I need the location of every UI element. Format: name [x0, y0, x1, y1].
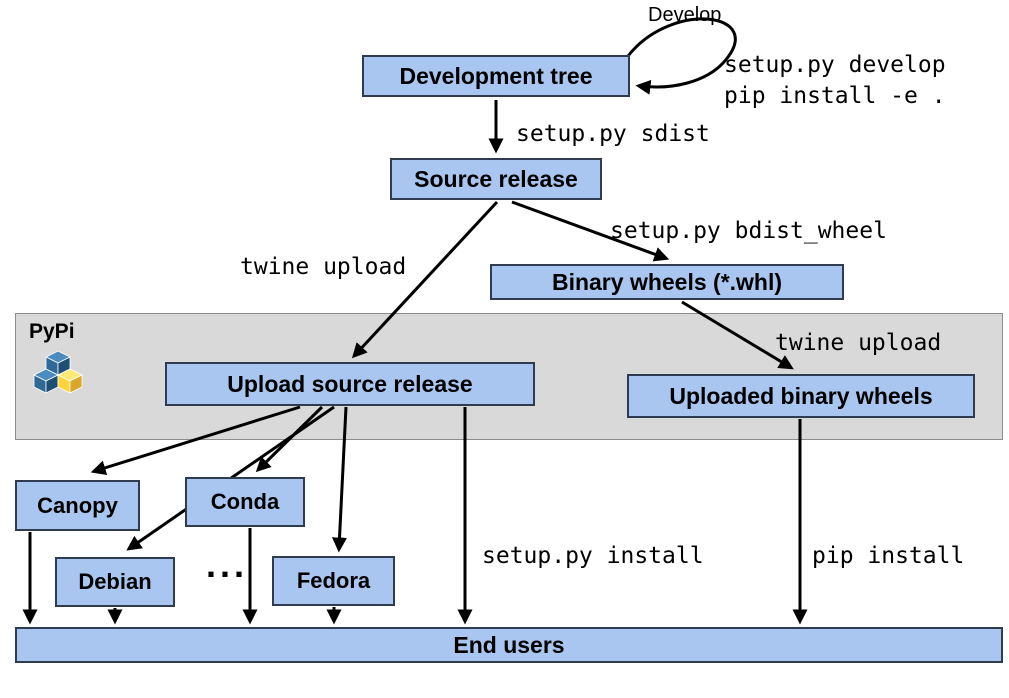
node-conda: Conda	[185, 477, 305, 527]
edge-upload-to-fedora	[332, 406, 348, 553]
edge-label-pip-install: pip install	[812, 543, 965, 569]
node-binary-wheels: Binary wheels (*.whl)	[490, 264, 844, 300]
node-uploaded-binary-wheels: Uploaded binary wheels	[627, 374, 975, 418]
node-end-users-label: End users	[453, 631, 565, 658]
node-fedora: Fedora	[272, 556, 395, 606]
edge-label-setup-develop: setup.py develop	[724, 52, 946, 78]
node-upload-source-release-label: Upload source release	[227, 370, 473, 397]
edge-wheels-to-uploaded	[681, 300, 794, 370]
node-canopy: Canopy	[15, 480, 140, 531]
node-source-release: Source release	[390, 158, 602, 200]
edge-label-setup-install: setup.py install	[482, 543, 704, 569]
node-end-users: End users	[15, 627, 1003, 663]
edge-label-setup-bdist-wheel: setup.py bdist_wheel	[610, 218, 887, 244]
edge-upload-to-canopy	[90, 405, 301, 476]
node-development-tree-label: Development tree	[399, 62, 593, 89]
edge-develop-loop	[626, 17, 737, 95]
edge-label-twine-upload-wheels: twine upload	[775, 330, 942, 356]
ellipsis-more-distros: ...	[206, 544, 249, 585]
edge-source-to-wheels	[511, 200, 670, 262]
node-conda-label: Conda	[210, 489, 280, 514]
node-fedora-label: Fedora	[296, 568, 371, 593]
edge-label-develop: Develop	[648, 4, 722, 26]
node-upload-source-release: Upload source release	[165, 362, 535, 406]
node-source-release-label: Source release	[414, 165, 578, 192]
edge-source-to-upload	[351, 200, 499, 359]
node-binary-wheels-label: Binary wheels (*.whl)	[551, 268, 783, 295]
pypi-logo-icon	[33, 350, 83, 394]
node-debian-label: Debian	[78, 569, 152, 594]
node-development-tree: Development tree	[362, 55, 630, 97]
edge-label-setup-sdist: setup.py sdist	[516, 121, 710, 147]
pypi-band-label: PyPi	[29, 320, 75, 343]
node-debian: Debian	[55, 557, 175, 607]
node-uploaded-binary-wheels-label: Uploaded binary wheels	[669, 382, 933, 409]
node-canopy-label: Canopy	[37, 492, 118, 518]
edge-label-pip-install-editable: pip install -e .	[724, 83, 946, 109]
edge-label-twine-upload-source: twine upload	[240, 254, 407, 280]
